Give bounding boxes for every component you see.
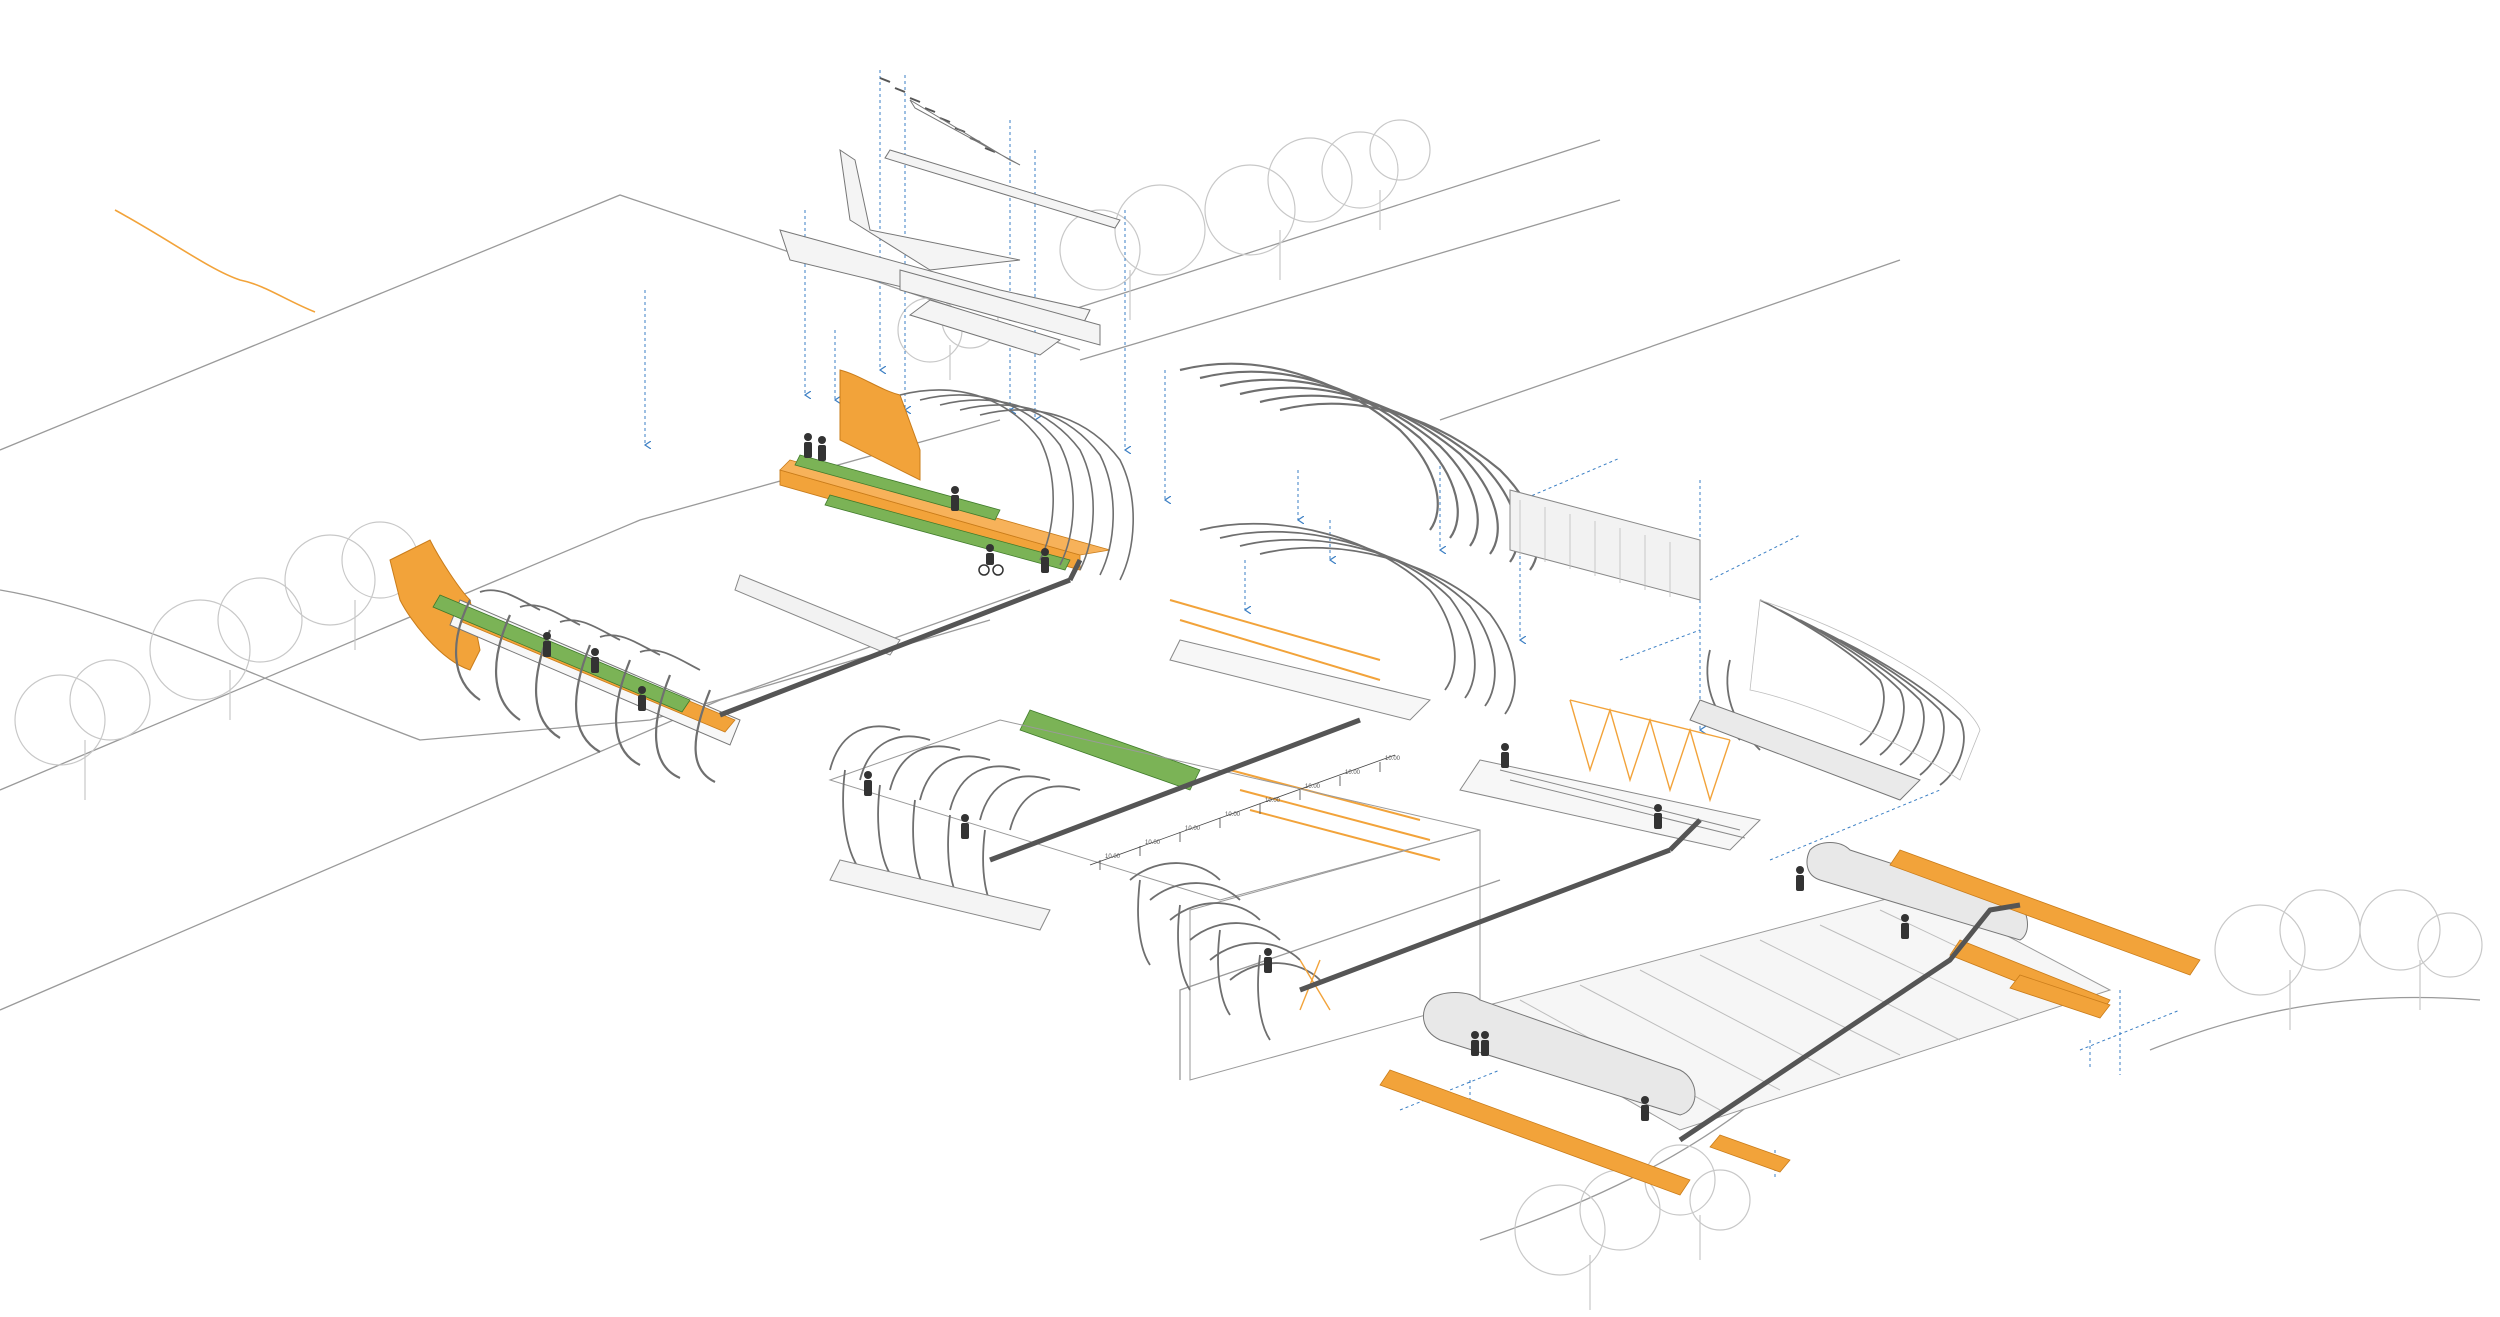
dimension-ticks: [1089, 754, 1396, 870]
person-icon: [1481, 1031, 1489, 1056]
planting-strip-middle: [1019, 709, 1201, 791]
orange-beam-d: [1709, 1134, 1791, 1173]
ribs-lower-left: [829, 725, 1081, 916]
person-icon: [1901, 914, 1909, 939]
dimension-label: 10.00: [1225, 812, 1241, 818]
dimension-label: 10.00: [1105, 854, 1121, 860]
orange-beam-a: [1379, 1069, 1691, 1196]
ribs-center: [1129, 862, 1321, 1041]
tree-icon: [1321, 119, 1431, 230]
person-icon: [864, 771, 872, 796]
canopy-ribs-top: [899, 389, 1134, 581]
exploded-roof: [779, 77, 1121, 356]
orange-survey-line: [114, 209, 316, 313]
tree-icon: [2359, 889, 2483, 1010]
module-middle: [828, 522, 1516, 901]
person-icon: [1501, 743, 1509, 768]
tree-group-left: [14, 521, 419, 800]
module-lower-left: [829, 725, 1081, 931]
roof-skylight: [908, 299, 1062, 356]
orange-tubes-middle: [1169, 599, 1441, 861]
orange-beam-b: [1889, 849, 2201, 976]
module-shell: [1509, 489, 1981, 801]
road-slab-middle: [828, 719, 1481, 901]
shell-hatch: [1749, 599, 1981, 781]
dimension-labels: 10.00 10.00 10.00 10.00 10.00 10.00 10.0…: [1105, 756, 1401, 860]
person-icon: [1641, 1096, 1649, 1121]
planting-strip-top-a: [794, 454, 1001, 521]
mesh-panel: [1509, 489, 1701, 601]
person-icon: [1471, 1031, 1479, 1056]
cyclist-icon: [978, 544, 1004, 576]
ribs-left: [454, 599, 716, 783]
module-ramp: [1379, 842, 2201, 1196]
orange-truss: [1569, 699, 1731, 803]
dimension-label: 10.00: [1345, 770, 1361, 776]
tree-icon: [14, 659, 151, 800]
tree-icon: [1514, 1169, 1661, 1310]
deck-middle: [1169, 639, 1431, 721]
tree-icon: [149, 577, 303, 720]
support-wall-center: [1189, 829, 1481, 1081]
tube-shelter-upper: [1806, 842, 2028, 941]
roof-rail: [884, 149, 1121, 229]
canopy-ribs-middle: [1199, 522, 1516, 715]
people: [543, 433, 1909, 1121]
person-icon: [818, 436, 826, 461]
planting-strip-top-b: [824, 494, 1071, 571]
person-icon: [591, 648, 599, 673]
module-left: [389, 539, 741, 783]
rib-tops-left: [479, 589, 701, 671]
dimension-label: 10.00: [1265, 798, 1281, 804]
orange-beam-e: [2009, 974, 2111, 1019]
ground-lines: [0, 139, 2481, 1241]
tree-icon: [1059, 184, 1206, 320]
tree-group-top: [897, 119, 1431, 380]
tree-group-bottom: [1514, 1144, 1751, 1310]
tree-icon: [1204, 137, 1353, 280]
planter-box-loose: [734, 574, 901, 656]
person-icon: [1041, 548, 1049, 573]
roof-strip: [909, 99, 1021, 166]
orange-wing-wall: [839, 369, 921, 481]
person-icon: [1264, 948, 1272, 973]
person-icon: [638, 686, 646, 711]
dimension-label: 10.00: [1145, 840, 1161, 846]
mesh-lines: [1519, 500, 1671, 597]
tube-shelter-lower: [1422, 992, 1696, 1116]
roof-plate-c: [899, 269, 1101, 346]
dimension-label: 10.00: [1305, 784, 1321, 790]
dimension-label: 10.00: [1385, 756, 1401, 762]
planting-strip-left: [432, 594, 691, 713]
person-icon: [1654, 804, 1662, 829]
person-icon: [961, 814, 969, 839]
person-icon: [1796, 866, 1804, 891]
deck-lower-left: [829, 859, 1051, 931]
shell-deck: [1689, 699, 1921, 801]
tree-group-right: [2214, 889, 2483, 1030]
module-center: [1129, 829, 1481, 1081]
person-icon: [543, 632, 551, 657]
roof-plate-a: [839, 148, 1021, 271]
dimension-label: 10.00: [1185, 826, 1201, 832]
person-icon: [951, 486, 959, 511]
module-top: [734, 369, 1134, 656]
walkway-path: [719, 558, 2021, 1143]
person-icon: [804, 433, 812, 458]
floating-ribs: [1179, 362, 1539, 571]
